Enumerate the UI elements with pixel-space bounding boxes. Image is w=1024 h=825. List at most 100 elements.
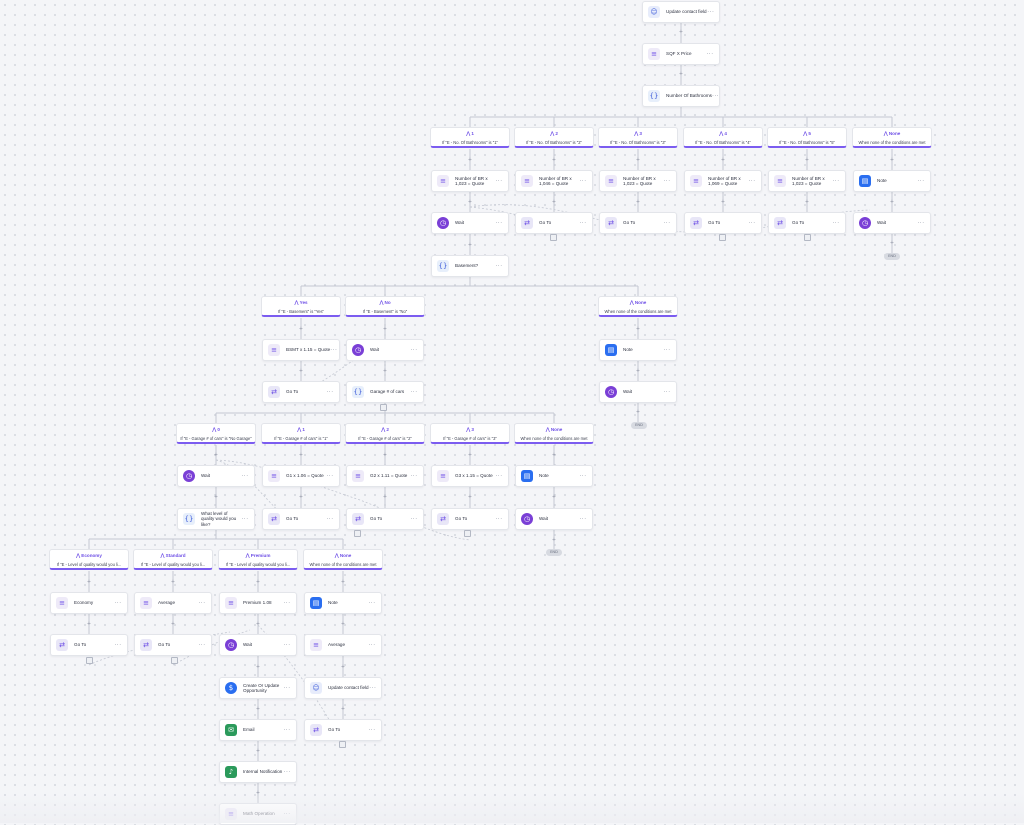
add-step-icon[interactable]: + bbox=[635, 156, 641, 163]
workflow-node-math[interactable]: ≡Number of BR x 1,023 = Quote··· bbox=[768, 170, 846, 192]
add-step-icon[interactable]: + bbox=[889, 156, 895, 163]
workflow-node-goto[interactable]: ⇄Go To··· bbox=[431, 508, 509, 530]
add-step-icon[interactable]: + bbox=[255, 705, 261, 712]
add-step-icon[interactable]: + bbox=[804, 198, 810, 205]
add-step-icon[interactable]: + bbox=[678, 70, 684, 77]
add-step-icon[interactable]: + bbox=[551, 198, 557, 205]
workflow-node-goto[interactable]: ⇄Go To··· bbox=[262, 508, 340, 530]
ellipsis-icon[interactable]: ··· bbox=[198, 641, 206, 649]
workflow-node-math[interactable]: ≡Premium 1.08··· bbox=[219, 592, 297, 614]
workflow-node-wait[interactable]: ◷Wait··· bbox=[346, 339, 424, 361]
add-step-icon[interactable]: + bbox=[382, 493, 388, 500]
workflow-node-notification[interactable]: ♪Internal Notification··· bbox=[219, 761, 297, 783]
workflow-node-goto[interactable]: ⇄Go To··· bbox=[304, 719, 382, 741]
ellipsis-icon[interactable]: ··· bbox=[495, 262, 503, 270]
workflow-node-contact[interactable]: ☺Update contact field··· bbox=[304, 677, 382, 699]
add-step-icon[interactable]: + bbox=[635, 408, 641, 415]
ellipsis-icon[interactable]: ··· bbox=[663, 346, 671, 354]
ellipsis-icon[interactable]: ··· bbox=[283, 768, 291, 776]
ellipsis-icon[interactable]: ··· bbox=[579, 472, 587, 480]
ellipsis-icon[interactable]: ··· bbox=[241, 472, 249, 480]
ellipsis-icon[interactable]: ··· bbox=[283, 641, 291, 649]
add-step-icon[interactable]: + bbox=[467, 198, 473, 205]
workflow-node-note[interactable]: ▤Note··· bbox=[599, 339, 677, 361]
workflow-node-math[interactable]: ≡Number of BR x 1,069 = Quote··· bbox=[684, 170, 762, 192]
workflow-node-wait[interactable]: ◷Wait··· bbox=[853, 212, 931, 234]
ellipsis-icon[interactable]: ··· bbox=[495, 219, 503, 227]
workflow-node-math[interactable]: ≡G3 x 1.15 = Quote··· bbox=[431, 465, 509, 487]
ellipsis-icon[interactable]: ··· bbox=[326, 472, 334, 480]
workflow-node-goto[interactable]: ⇄Go To··· bbox=[599, 212, 677, 234]
goto-target-icon[interactable] bbox=[464, 530, 471, 537]
ellipsis-icon[interactable]: ··· bbox=[495, 472, 503, 480]
workflow-node-email[interactable]: ✉Email··· bbox=[219, 719, 297, 741]
workflow-node-math[interactable]: ≡Economy··· bbox=[50, 592, 128, 614]
workflow-node-opportunity[interactable]: $Create Or Update Opportunity··· bbox=[219, 677, 297, 699]
ellipsis-icon[interactable]: ··· bbox=[410, 515, 418, 523]
ellipsis-icon[interactable]: ··· bbox=[579, 219, 587, 227]
ellipsis-icon[interactable]: ··· bbox=[410, 472, 418, 480]
add-step-icon[interactable]: + bbox=[298, 493, 304, 500]
ellipsis-icon[interactable]: ··· bbox=[410, 346, 418, 354]
workflow-node-math[interactable]: ≡G1 x 1.06 = Quote··· bbox=[262, 465, 340, 487]
add-step-icon[interactable]: + bbox=[382, 451, 388, 458]
add-step-icon[interactable]: + bbox=[86, 620, 92, 627]
workflow-node-math[interactable]: ≡G2 x 1.11 = Quote··· bbox=[346, 465, 424, 487]
goto-target-icon[interactable] bbox=[804, 234, 811, 241]
add-step-icon[interactable]: + bbox=[467, 156, 473, 163]
workflow-node-math[interactable]: ≡Average··· bbox=[304, 634, 382, 656]
workflow-node-note[interactable]: ▤Note··· bbox=[304, 592, 382, 614]
ellipsis-icon[interactable]: ··· bbox=[832, 219, 840, 227]
add-step-icon[interactable]: + bbox=[255, 620, 261, 627]
add-step-icon[interactable]: + bbox=[678, 28, 684, 35]
add-step-icon[interactable]: + bbox=[382, 367, 388, 374]
workflow-node-goto[interactable]: ⇄Go To··· bbox=[134, 634, 212, 656]
add-step-icon[interactable]: + bbox=[467, 241, 473, 248]
ellipsis-icon[interactable]: ··· bbox=[663, 388, 671, 396]
workflow-node-branch[interactable]: {}Basement?··· bbox=[431, 255, 509, 277]
add-step-icon[interactable]: + bbox=[804, 156, 810, 163]
workflow-node-math[interactable]: ≡Math Operation··· bbox=[219, 803, 297, 825]
add-step-icon[interactable]: + bbox=[720, 198, 726, 205]
ellipsis-icon[interactable]: ··· bbox=[706, 50, 714, 58]
add-step-icon[interactable]: + bbox=[340, 663, 346, 670]
ellipsis-icon[interactable]: ··· bbox=[283, 599, 291, 607]
add-step-icon[interactable]: + bbox=[467, 493, 473, 500]
workflow-node-note[interactable]: ▤Note··· bbox=[853, 170, 931, 192]
ellipsis-icon[interactable]: ··· bbox=[326, 388, 334, 396]
add-step-icon[interactable]: + bbox=[298, 451, 304, 458]
ellipsis-icon[interactable]: ··· bbox=[495, 177, 503, 185]
workflow-node-contact[interactable]: ☺Update contact field··· bbox=[642, 1, 720, 23]
workflow-node-goto[interactable]: ⇄Go To··· bbox=[346, 508, 424, 530]
add-step-icon[interactable]: + bbox=[255, 663, 261, 670]
workflow-node-math[interactable]: ≡BSMT x 1.15 = Quote··· bbox=[262, 339, 340, 361]
add-step-icon[interactable]: + bbox=[467, 451, 473, 458]
ellipsis-icon[interactable]: ··· bbox=[114, 599, 122, 607]
ellipsis-icon[interactable]: ··· bbox=[663, 219, 671, 227]
add-step-icon[interactable]: + bbox=[86, 578, 92, 585]
workflow-node-math[interactable]: ≡Number of BR x 1,023 = Quote··· bbox=[431, 170, 509, 192]
workflow-node-note[interactable]: ▤Note··· bbox=[515, 465, 593, 487]
ellipsis-icon[interactable]: ··· bbox=[368, 599, 376, 607]
ellipsis-icon[interactable]: ··· bbox=[917, 177, 925, 185]
add-step-icon[interactable]: + bbox=[213, 493, 219, 500]
add-step-icon[interactable]: + bbox=[340, 578, 346, 585]
add-step-icon[interactable]: + bbox=[889, 198, 895, 205]
add-step-icon[interactable]: + bbox=[170, 620, 176, 627]
workflow-node-math[interactable]: ≡Average··· bbox=[134, 592, 212, 614]
ellipsis-icon[interactable]: ··· bbox=[748, 177, 756, 185]
ellipsis-icon[interactable]: ··· bbox=[114, 641, 122, 649]
ellipsis-icon[interactable]: ··· bbox=[283, 684, 291, 692]
add-step-icon[interactable]: + bbox=[635, 325, 641, 332]
workflow-node-wait[interactable]: ◷Wait··· bbox=[219, 634, 297, 656]
add-step-icon[interactable]: + bbox=[255, 747, 261, 754]
